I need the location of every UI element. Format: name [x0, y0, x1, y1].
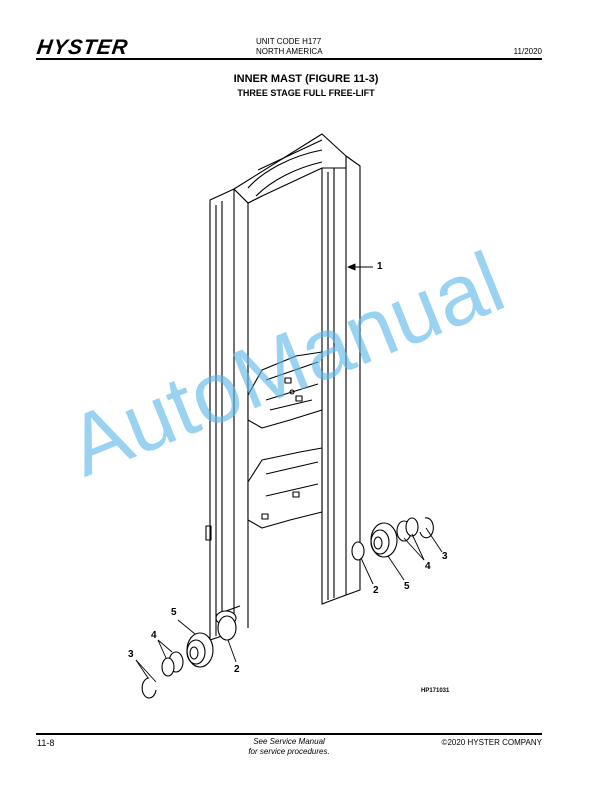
right-rail	[321, 155, 361, 605]
callout-1: 1	[377, 261, 383, 272]
revision-date: 11/2020	[513, 47, 542, 56]
footer-note: See Service Manual for service procedure…	[0, 737, 578, 757]
leader-lines	[135, 263, 443, 683]
page-number: 11-8	[37, 738, 55, 748]
top-crossmember	[233, 133, 347, 204]
callout-3-right: 3	[442, 551, 448, 562]
figure-id: HP171031	[421, 688, 450, 694]
callout-4-left: 4	[151, 630, 157, 641]
copyright: ©2020 HYSTER COMPANY	[441, 738, 542, 747]
callout-5-right: 5	[404, 581, 410, 592]
footer-note-line2: for service procedures.	[248, 747, 330, 756]
callout-3-left: 3	[128, 649, 134, 660]
footer-rule	[36, 733, 542, 735]
lower-brace	[205, 447, 323, 541]
callout-2-right: 2	[373, 585, 379, 596]
header-rule	[36, 58, 542, 60]
callout-4-right: 4	[425, 561, 431, 572]
left-roller-assembly	[141, 615, 237, 699]
unit-info: UNIT CODE H177 NORTH AMERICA	[256, 37, 323, 57]
unit-code: UNIT CODE H177	[256, 37, 322, 46]
footer-note-line1: See Service Manual	[253, 737, 325, 746]
right-roller-assembly	[351, 517, 434, 561]
region: NORTH AMERICA	[256, 47, 323, 56]
page-title: INNER MAST (FIGURE 11-3)	[233, 73, 379, 85]
page-subtitle: THREE STAGE FULL FREE-LIFT	[237, 88, 375, 98]
callout-2-left: 2	[234, 664, 240, 675]
callout-5-left: 5	[171, 607, 177, 618]
middle-brace	[247, 351, 323, 429]
